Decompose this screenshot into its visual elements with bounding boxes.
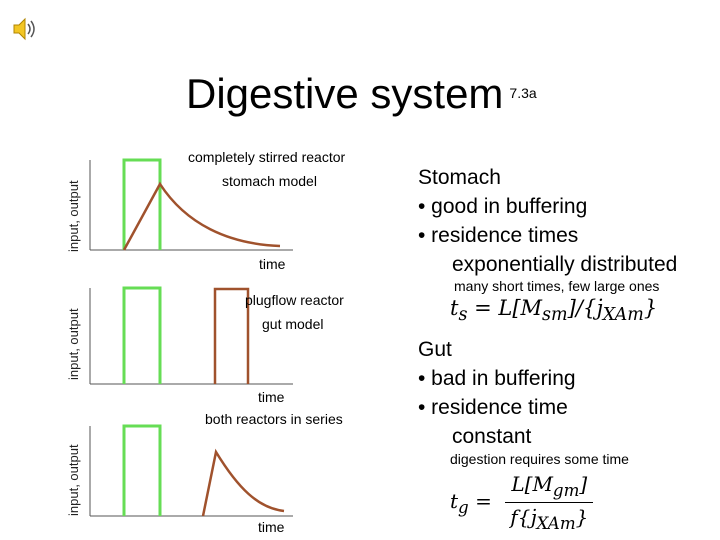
- eq-tg-numerator: L[Mgm]: [505, 472, 594, 503]
- input-pulse: [122, 424, 162, 516]
- eq-ts-lhs-sub: s: [458, 305, 468, 326]
- output-pulse: [213, 287, 250, 384]
- eq-tg-lhs-sub: g: [458, 498, 469, 517]
- speaker-icon[interactable]: [10, 14, 40, 44]
- eq-tg-num-text: L[M: [511, 472, 553, 496]
- plot-reactors-in-series: [89, 424, 293, 517]
- stomach-bullet-buffering: • good in buffering: [418, 195, 588, 218]
- eq-ts-lhs: t: [450, 296, 459, 320]
- gut-bullet-residence-cont: constant: [452, 425, 532, 448]
- eq-ts-rhs3: }: [643, 296, 658, 320]
- eq-ts-rhs: = L[M: [474, 296, 543, 320]
- eq-tg-denominator: f{j̇XAm}: [504, 503, 594, 533]
- stomach-residence-equation: ts = L[Msm]/{j̇XAm}: [450, 296, 657, 325]
- plugflow-reactor-title: plugflow reactor: [245, 292, 344, 308]
- input-pulse: [122, 286, 162, 384]
- plot-plugflow-reactor: [89, 286, 293, 385]
- title-text: Digestive system: [186, 70, 504, 117]
- eq-ts-rhs2: ]/{j̇: [567, 296, 603, 320]
- eq-tg-den-end: }: [575, 505, 589, 529]
- stomach-note: many short times, few large ones: [454, 278, 660, 294]
- gut-residence-equation: tg = L[Mgm] f{j̇XAm}: [450, 472, 594, 533]
- eq-tg-lhs: t: [450, 489, 459, 513]
- eq-tg-den-sub: XAm: [536, 514, 576, 533]
- x-axis-label-panel3: time: [258, 519, 285, 535]
- output-curve: [201, 448, 285, 517]
- y-axis-label-panel1: input, output: [66, 180, 81, 252]
- stomach-bullet-residence: • residence times: [418, 224, 579, 247]
- gut-bullet-buffering: • bad in buffering: [418, 367, 576, 390]
- eq-tg-equals: =: [475, 489, 492, 513]
- eq-ts-rhs-sub: sm: [542, 305, 568, 326]
- stomach-section: Stomach • good in buffering • residence …: [418, 163, 677, 279]
- stirred-reactor-title: completely stirred reactor: [188, 149, 346, 165]
- eq-tg-fraction: L[Mgm] f{j̇XAm}: [504, 472, 594, 533]
- eq-tg-num-end: ]: [579, 472, 588, 496]
- input-pulse: [122, 158, 162, 250]
- stomach-bullet-residence-cont: exponentially distributed: [452, 253, 678, 276]
- output-curve: [122, 181, 281, 251]
- eq-tg-den-text: f{j̇: [510, 505, 537, 529]
- eq-tg-num-sub: gm: [552, 481, 580, 500]
- slide-title: Digestive system 7.3a: [186, 70, 537, 118]
- gut-bullet-residence: • residence time: [418, 396, 568, 419]
- plot-stirred-reactor: [89, 158, 293, 251]
- y-axis-label-panel3: input, output: [66, 444, 81, 516]
- series-reactors-title: both reactors in series: [205, 411, 343, 427]
- stomach-heading: Stomach: [418, 166, 501, 189]
- plugflow-reactor-subtitle: gut model: [262, 316, 324, 332]
- x-axis-label-panel1: time: [259, 256, 286, 272]
- stirred-reactor-subtitle: stomach model: [222, 173, 317, 189]
- gut-heading: Gut: [418, 338, 452, 361]
- y-axis-label-panel2: input, output: [66, 308, 81, 380]
- title-number: 7.3a: [509, 85, 537, 101]
- eq-ts-rhs2-sub: XAm: [602, 305, 644, 326]
- x-axis-label-panel2: time: [258, 389, 285, 405]
- gut-note: digestion requires some time: [450, 451, 629, 467]
- gut-section: Gut • bad in buffering • residence time …: [418, 335, 576, 451]
